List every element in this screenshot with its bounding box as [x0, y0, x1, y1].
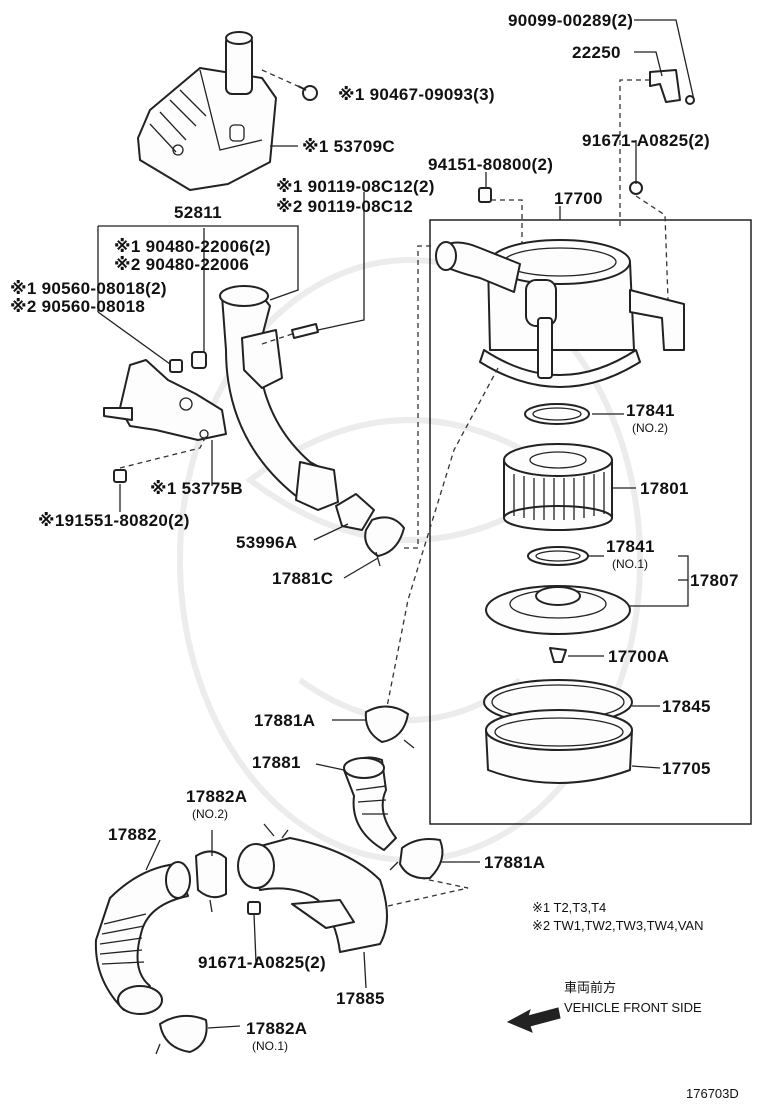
- bolt-90119: [291, 323, 319, 339]
- dash-17881c: [404, 245, 432, 549]
- label-17807: 17807: [690, 571, 739, 590]
- filter-element-17801: [503, 443, 613, 531]
- bellows-hose-17882: [94, 861, 191, 1015]
- dash-17881a-bottom: [387, 877, 469, 907]
- label-90119-2: ※2 90119-08C12: [276, 197, 413, 216]
- label-17882a-no2: 17882A: [186, 787, 247, 806]
- label-17881a-bottom: 17881A: [484, 853, 545, 872]
- nut-90480: [191, 351, 207, 369]
- label-90480-2: ※2 90480-22006: [114, 255, 249, 274]
- label-17881: 17881: [252, 753, 301, 772]
- heat-shield-53709c: [137, 31, 277, 191]
- front-direction-arrow: [506, 1007, 561, 1033]
- clamp-17881c: [364, 516, 405, 567]
- label-90467: ※1 90467-09093(3): [338, 85, 495, 104]
- clamp-17882a-no1: [155, 1014, 208, 1055]
- clamp-17881a-top: [364, 705, 415, 749]
- hose-17881: [343, 756, 397, 851]
- bolt-90560: [169, 359, 183, 373]
- label-17700: 17700: [554, 189, 603, 208]
- direction-jp: 車両前方: [564, 980, 616, 995]
- legend-note-2: ※2 TW1,TW2,TW3,TW4,VAN: [532, 918, 703, 933]
- cap-plate-17807: [485, 585, 631, 635]
- label-91671-top: 91671-A0825(2): [582, 131, 710, 150]
- gasket-17841-no1: [527, 546, 589, 566]
- label-91551: ※191551-80820(2): [38, 511, 190, 530]
- label-17882: 17882: [108, 825, 157, 844]
- gasket-17841-no2: [524, 403, 590, 425]
- label-17841-no2-sub: (NO.2): [632, 421, 668, 435]
- intake-pipe-53775b: [219, 285, 339, 511]
- label-94151: 94151-80800(2): [428, 155, 553, 174]
- label-17882a-no1: 17882A: [246, 1019, 307, 1038]
- figure-id: 176703D: [686, 1086, 739, 1101]
- label-17705: 17705: [662, 759, 711, 778]
- label-52811: 52811: [174, 203, 222, 222]
- dash-90467: [261, 69, 303, 89]
- label-17841-no2: 17841: [626, 401, 675, 420]
- bolt-91551: [113, 469, 127, 483]
- label-90099: 90099-00289(2): [508, 11, 633, 30]
- label-91671-bottom: 91671-A0825(2): [198, 953, 326, 972]
- screw-90467: [297, 85, 318, 101]
- air-cleaner-housing-17700: [435, 239, 685, 388]
- label-90560-1: ※1 90560-08018(2): [10, 279, 167, 298]
- label-53775b: ※1 53775B: [150, 479, 243, 498]
- label-53996a: 53996A: [236, 533, 297, 552]
- label-17881a-top: 17881A: [254, 711, 315, 730]
- label-17841-no1: 17841: [606, 537, 655, 556]
- label-17845: 17845: [662, 697, 711, 716]
- label-22250: 22250: [572, 43, 621, 62]
- bolt-91671-bottom: [247, 901, 261, 915]
- legend: ※1 T2,T3,T4 ※2 TW1,TW2,TW3,TW4,VAN: [532, 900, 703, 933]
- label-17882a-no2-sub: (NO.2): [192, 807, 228, 821]
- dash-22250: [619, 79, 650, 228]
- label-17881c: 17881C: [272, 569, 333, 588]
- label-17882a-no1-sub: (NO.1): [252, 1039, 288, 1053]
- leader-lines: [97, 19, 695, 1029]
- bracket-52811: [103, 359, 227, 441]
- dash-91671-top: [635, 195, 669, 301]
- legend-note-1: ※1 T2,T3,T4: [532, 900, 606, 915]
- bracket-22250: [649, 69, 695, 105]
- label-17885: 17885: [336, 989, 385, 1008]
- case-17705: [485, 709, 633, 784]
- part-labels: 90099-00289(2) 22250 ※1 90467-09093(3) 9…: [10, 11, 739, 1053]
- dash-housing-hose: [385, 367, 499, 713]
- label-53709c: ※1 53709C: [302, 137, 395, 156]
- bolt-94151: [478, 187, 492, 203]
- label-17700a: 17700A: [608, 647, 669, 666]
- label-90560-2: ※2 90560-08018: [10, 297, 145, 316]
- label-90119-1: ※1 90119-08C12(2): [276, 177, 435, 196]
- label-90480-1: ※1 90480-22006(2): [114, 237, 271, 256]
- wing-nut-17700a: [549, 647, 567, 663]
- label-17841-no1-sub: (NO.1): [612, 557, 648, 571]
- clamp-17882a-no2: [195, 850, 227, 913]
- direction-label: 車両前方 VEHICLE FRONT SIDE: [564, 980, 702, 1015]
- assembly-box-17700: [429, 219, 752, 825]
- sleeve-53996a: [335, 493, 375, 531]
- label-17801: 17801: [640, 479, 689, 498]
- dash-91551: [119, 435, 207, 469]
- direction-en: VEHICLE FRONT SIDE: [564, 1000, 702, 1015]
- elbow-pipe-17885: [237, 823, 388, 953]
